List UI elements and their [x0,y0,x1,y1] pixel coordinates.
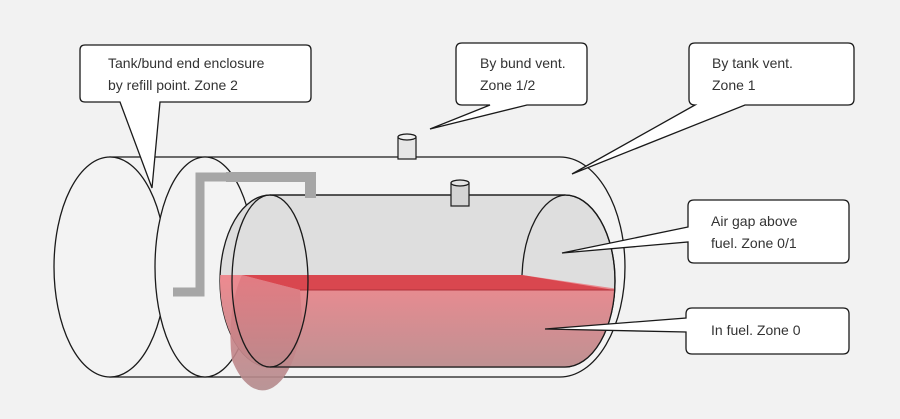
tank-vent-pipe [450,179,470,207]
bund-end-cap [53,156,167,378]
callout-fuel [544,307,850,355]
callout-tank-vent [571,42,855,175]
callout-enclosure-text: Tank/bund end enclosure by refill point.… [108,55,265,93]
inner-tank-far-end [521,194,566,276]
callout-enclosure [79,44,312,189]
callout-air-gap-text: Air gap above fuel. Zone 0/1 [711,213,798,251]
fuel-body [220,275,615,367]
callout-bund-vent [429,42,588,130]
callout-tank-vent-text: By tank vent. Zone 1 [712,55,793,93]
callout-bund-vent-text: By bund vent. Zone 1/2 [480,55,566,93]
callout-air-gap [561,199,850,264]
callout-fuel-text: In fuel. Zone 0 [711,322,801,338]
bund-vent-pipe [397,133,417,160]
inner-tank [219,194,616,391]
refill-pipe [173,172,316,297]
